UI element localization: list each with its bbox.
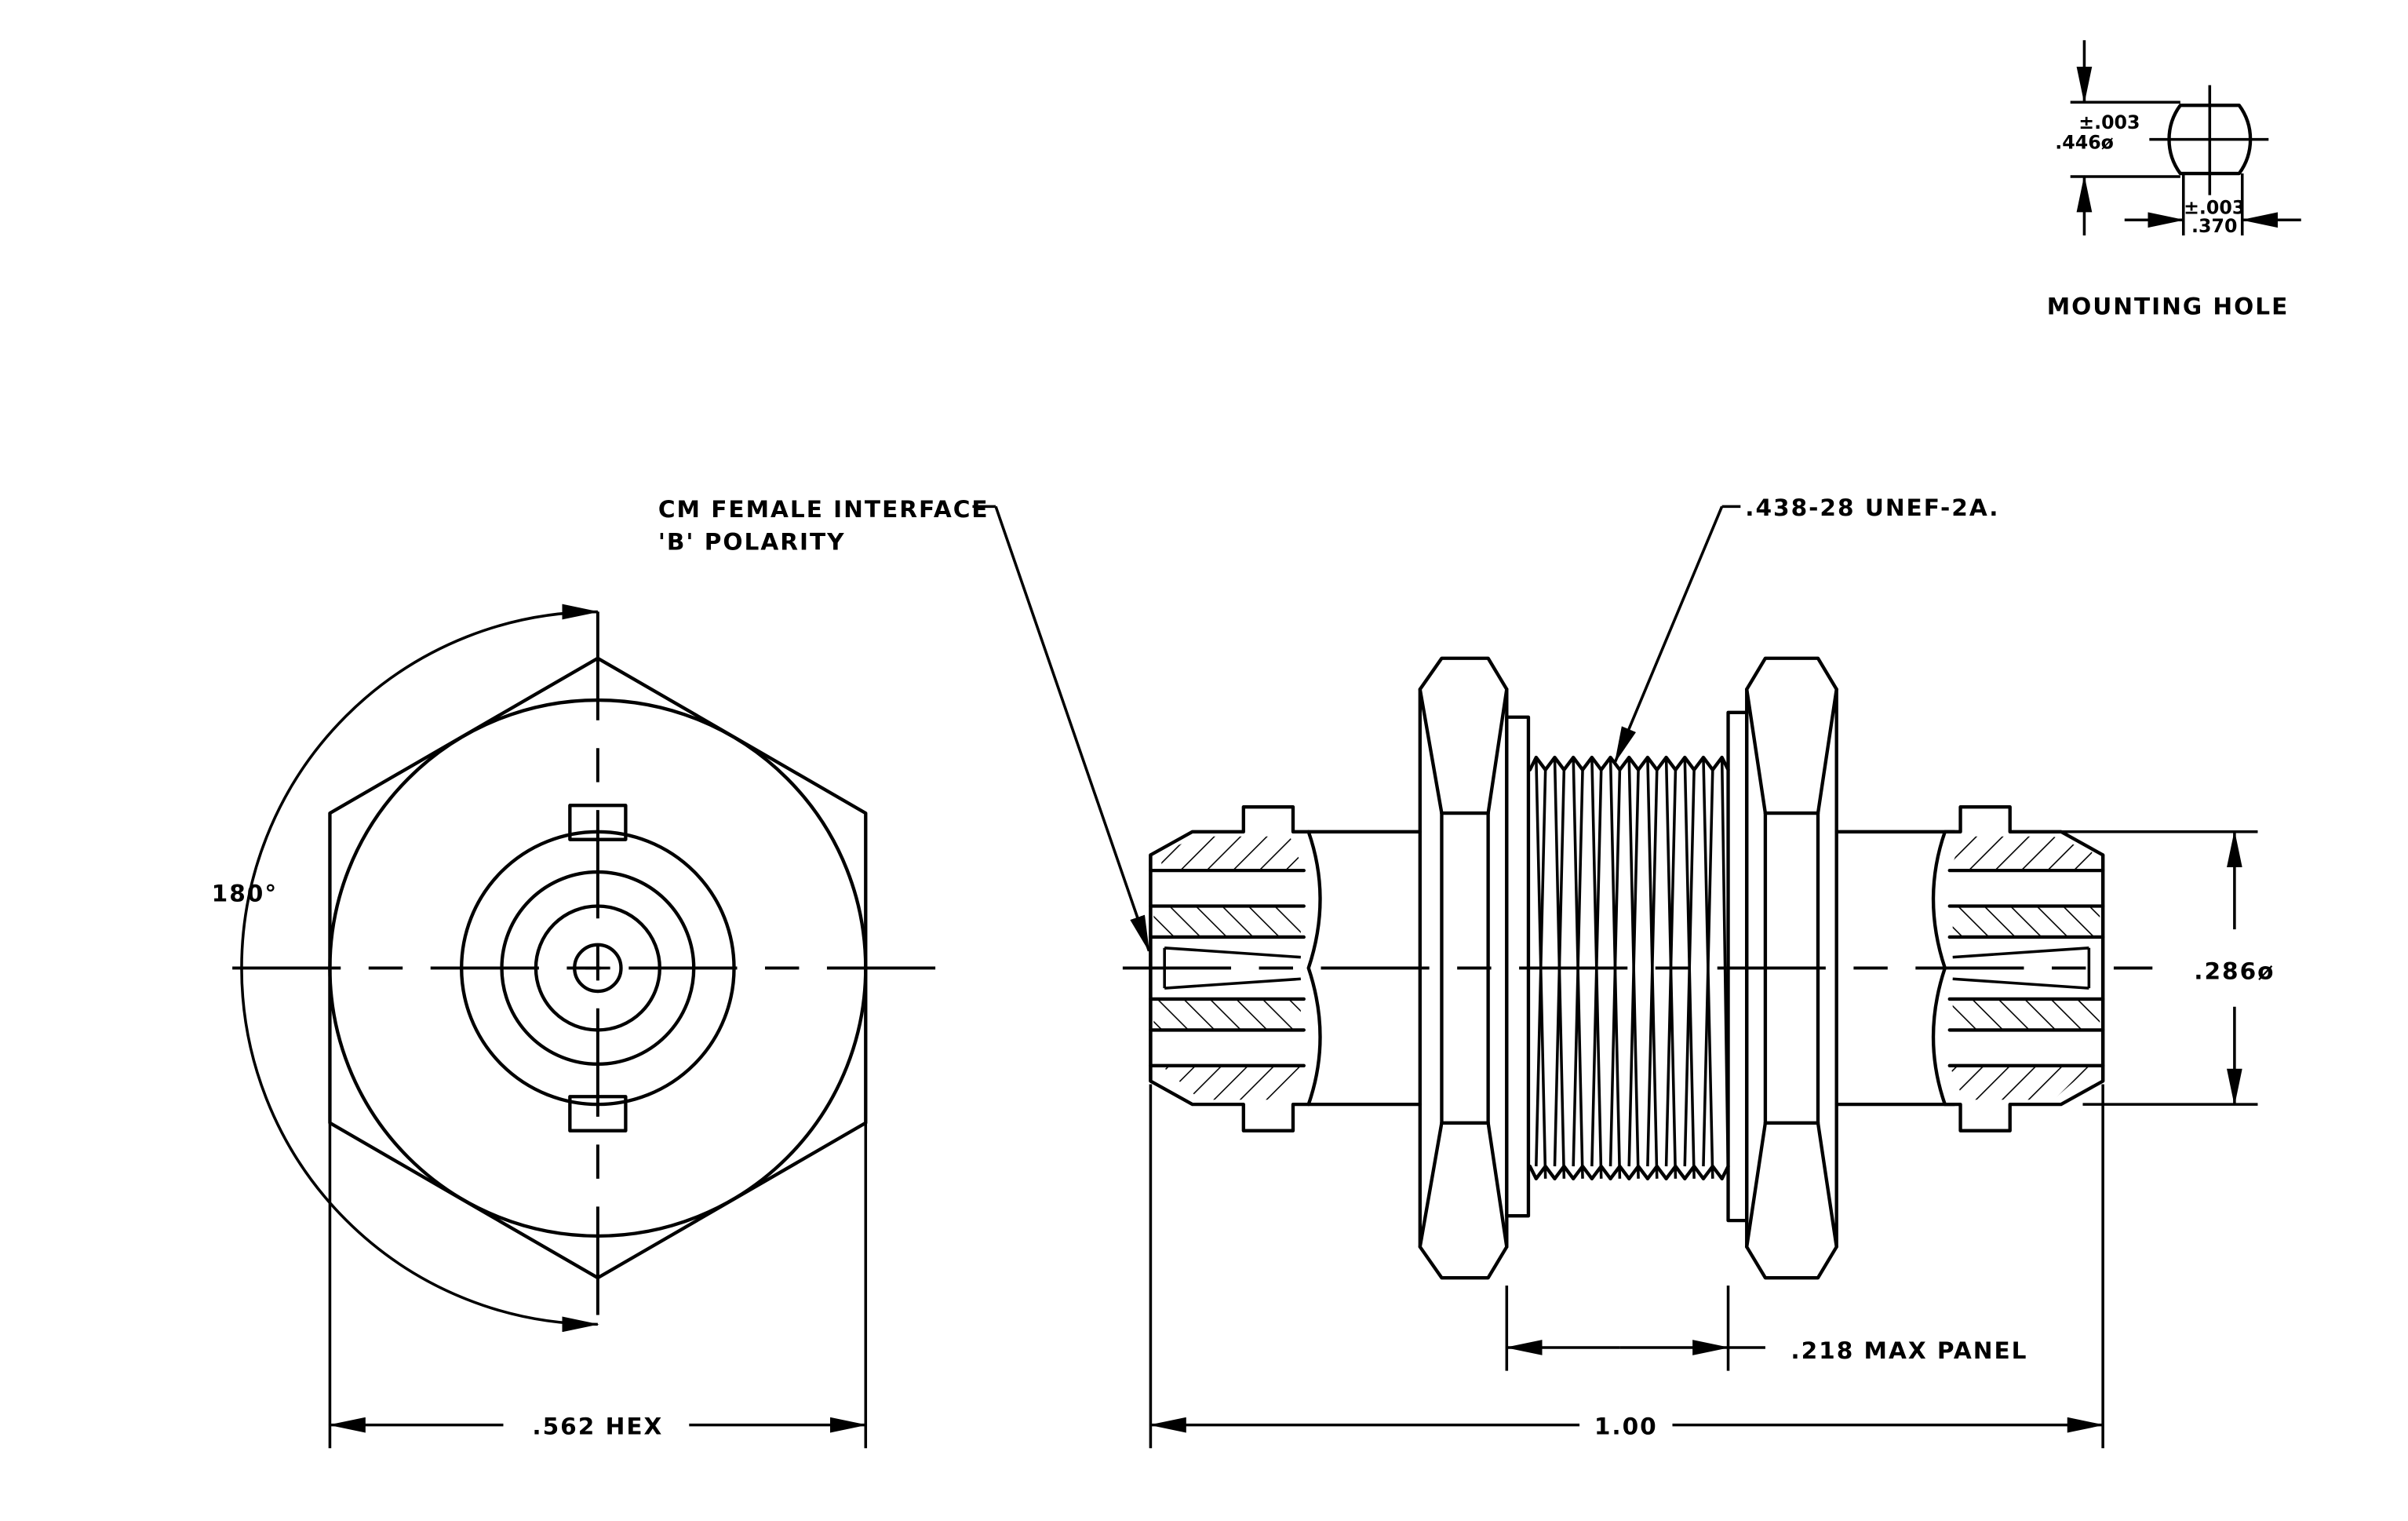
hole-flat-tolerance: ±.003 — [2184, 196, 2245, 218]
length-dimension-label: 1.00 — [1594, 1413, 1658, 1439]
hole-dia-value: .446ø — [2055, 131, 2114, 153]
left-jack-end — [1149, 805, 1322, 1133]
thread-callout: .438-28 UNEF-2A. — [1745, 494, 1999, 521]
interface-callout-line1: CM FEMALE INTERFACE — [658, 496, 989, 523]
right-jack-end — [1931, 805, 2105, 1133]
mounting-hole-detail: ±.003 .446ø ±.003 .370 MOUNTING HOLE — [2047, 40, 2301, 320]
side-view: CM FEMALE INTERFACE 'B' POLARITY .438-28… — [658, 494, 2275, 1449]
angle-arc — [240, 604, 599, 1333]
angle-label: 180° — [212, 881, 278, 907]
diameter-label: .286ø — [2194, 957, 2275, 984]
front-view: 180° .562 HEX — [212, 604, 964, 1449]
panel-dimension-label: .218 MAX PANEL — [1791, 1337, 2027, 1364]
hole-flat-value: .370 — [2191, 215, 2237, 237]
hex-dimension-label: .562 HEX — [532, 1413, 663, 1439]
hole-dia-tolerance: ±.003 — [2078, 111, 2140, 133]
mounting-hole-title: MOUNTING HOLE — [2047, 294, 2290, 320]
interface-callout-line2: 'B' POLARITY — [658, 529, 846, 556]
mounting-hole-profile — [2167, 104, 2253, 176]
